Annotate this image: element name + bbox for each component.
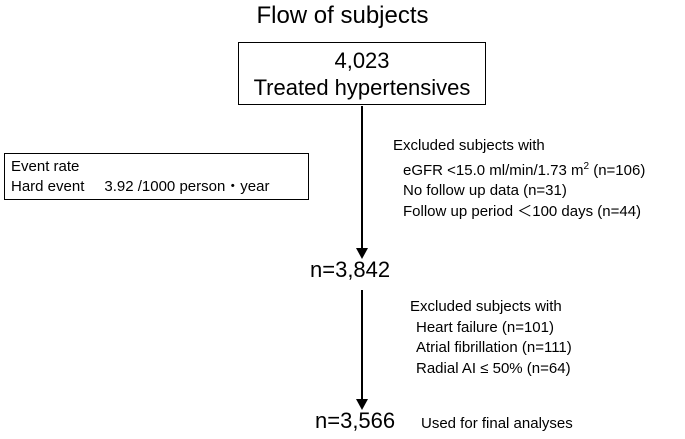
egfr-count: (n=106) bbox=[589, 161, 646, 179]
exclusion-2-heart-failure: Heart failure (n=101) bbox=[416, 318, 554, 336]
hard-event-row: Hard event 3.92 /1000 person・year bbox=[11, 177, 308, 197]
diagram-title: Flow of subjects bbox=[256, 2, 429, 29]
treated-hypertensives-box: 4,023 Treated hypertensives bbox=[238, 42, 486, 105]
exclusion-block-2: Excluded subjects with Heart failure (n=… bbox=[410, 297, 572, 379]
exclusion-1-short-followup: Follow up period ＜100 days (n=44) bbox=[403, 202, 642, 220]
initial-label: Treated hypertensives bbox=[253, 75, 471, 100]
exclusion-2-heading: Excluded subjects with bbox=[410, 298, 562, 315]
event-rate-heading: Event rate bbox=[11, 158, 80, 175]
final-analyses-label: Used for final analyses bbox=[421, 415, 573, 432]
exclusion-1-heading: Excluded subjects with bbox=[393, 137, 545, 154]
initial-count: 4,023 bbox=[334, 48, 390, 73]
exclusion-1-no-followup: No follow up data (n=31) bbox=[403, 182, 567, 199]
hard-event-value: 3.92 /1000 person・year bbox=[104, 178, 270, 195]
exclusion-2-atrial-fibrillation: Atrial fibrillation (n=111) bbox=[416, 339, 572, 356]
final-count: n=3,566 bbox=[315, 408, 396, 433]
exclusion-block-1: Excluded subjects with eGFR <15.0 ml/min… bbox=[393, 136, 645, 222]
egfr-text: eGFR <15.0 ml/min/1.73 m bbox=[403, 161, 584, 179]
hard-event-label: Hard event bbox=[11, 178, 85, 195]
exclusion-1-egfr: eGFR <15.0 ml/min/1.73 m2 (n=106) bbox=[393, 157, 645, 182]
middle-count: n=3,842 bbox=[310, 257, 391, 282]
event-rate-box: Event rate Hard event 3.92 /1000 person・y… bbox=[4, 153, 309, 200]
egfr-superscript: 2 bbox=[583, 160, 590, 172]
exclusion-2-radial-ai: Radial AI ≤ 50% (n=64) bbox=[416, 359, 571, 377]
